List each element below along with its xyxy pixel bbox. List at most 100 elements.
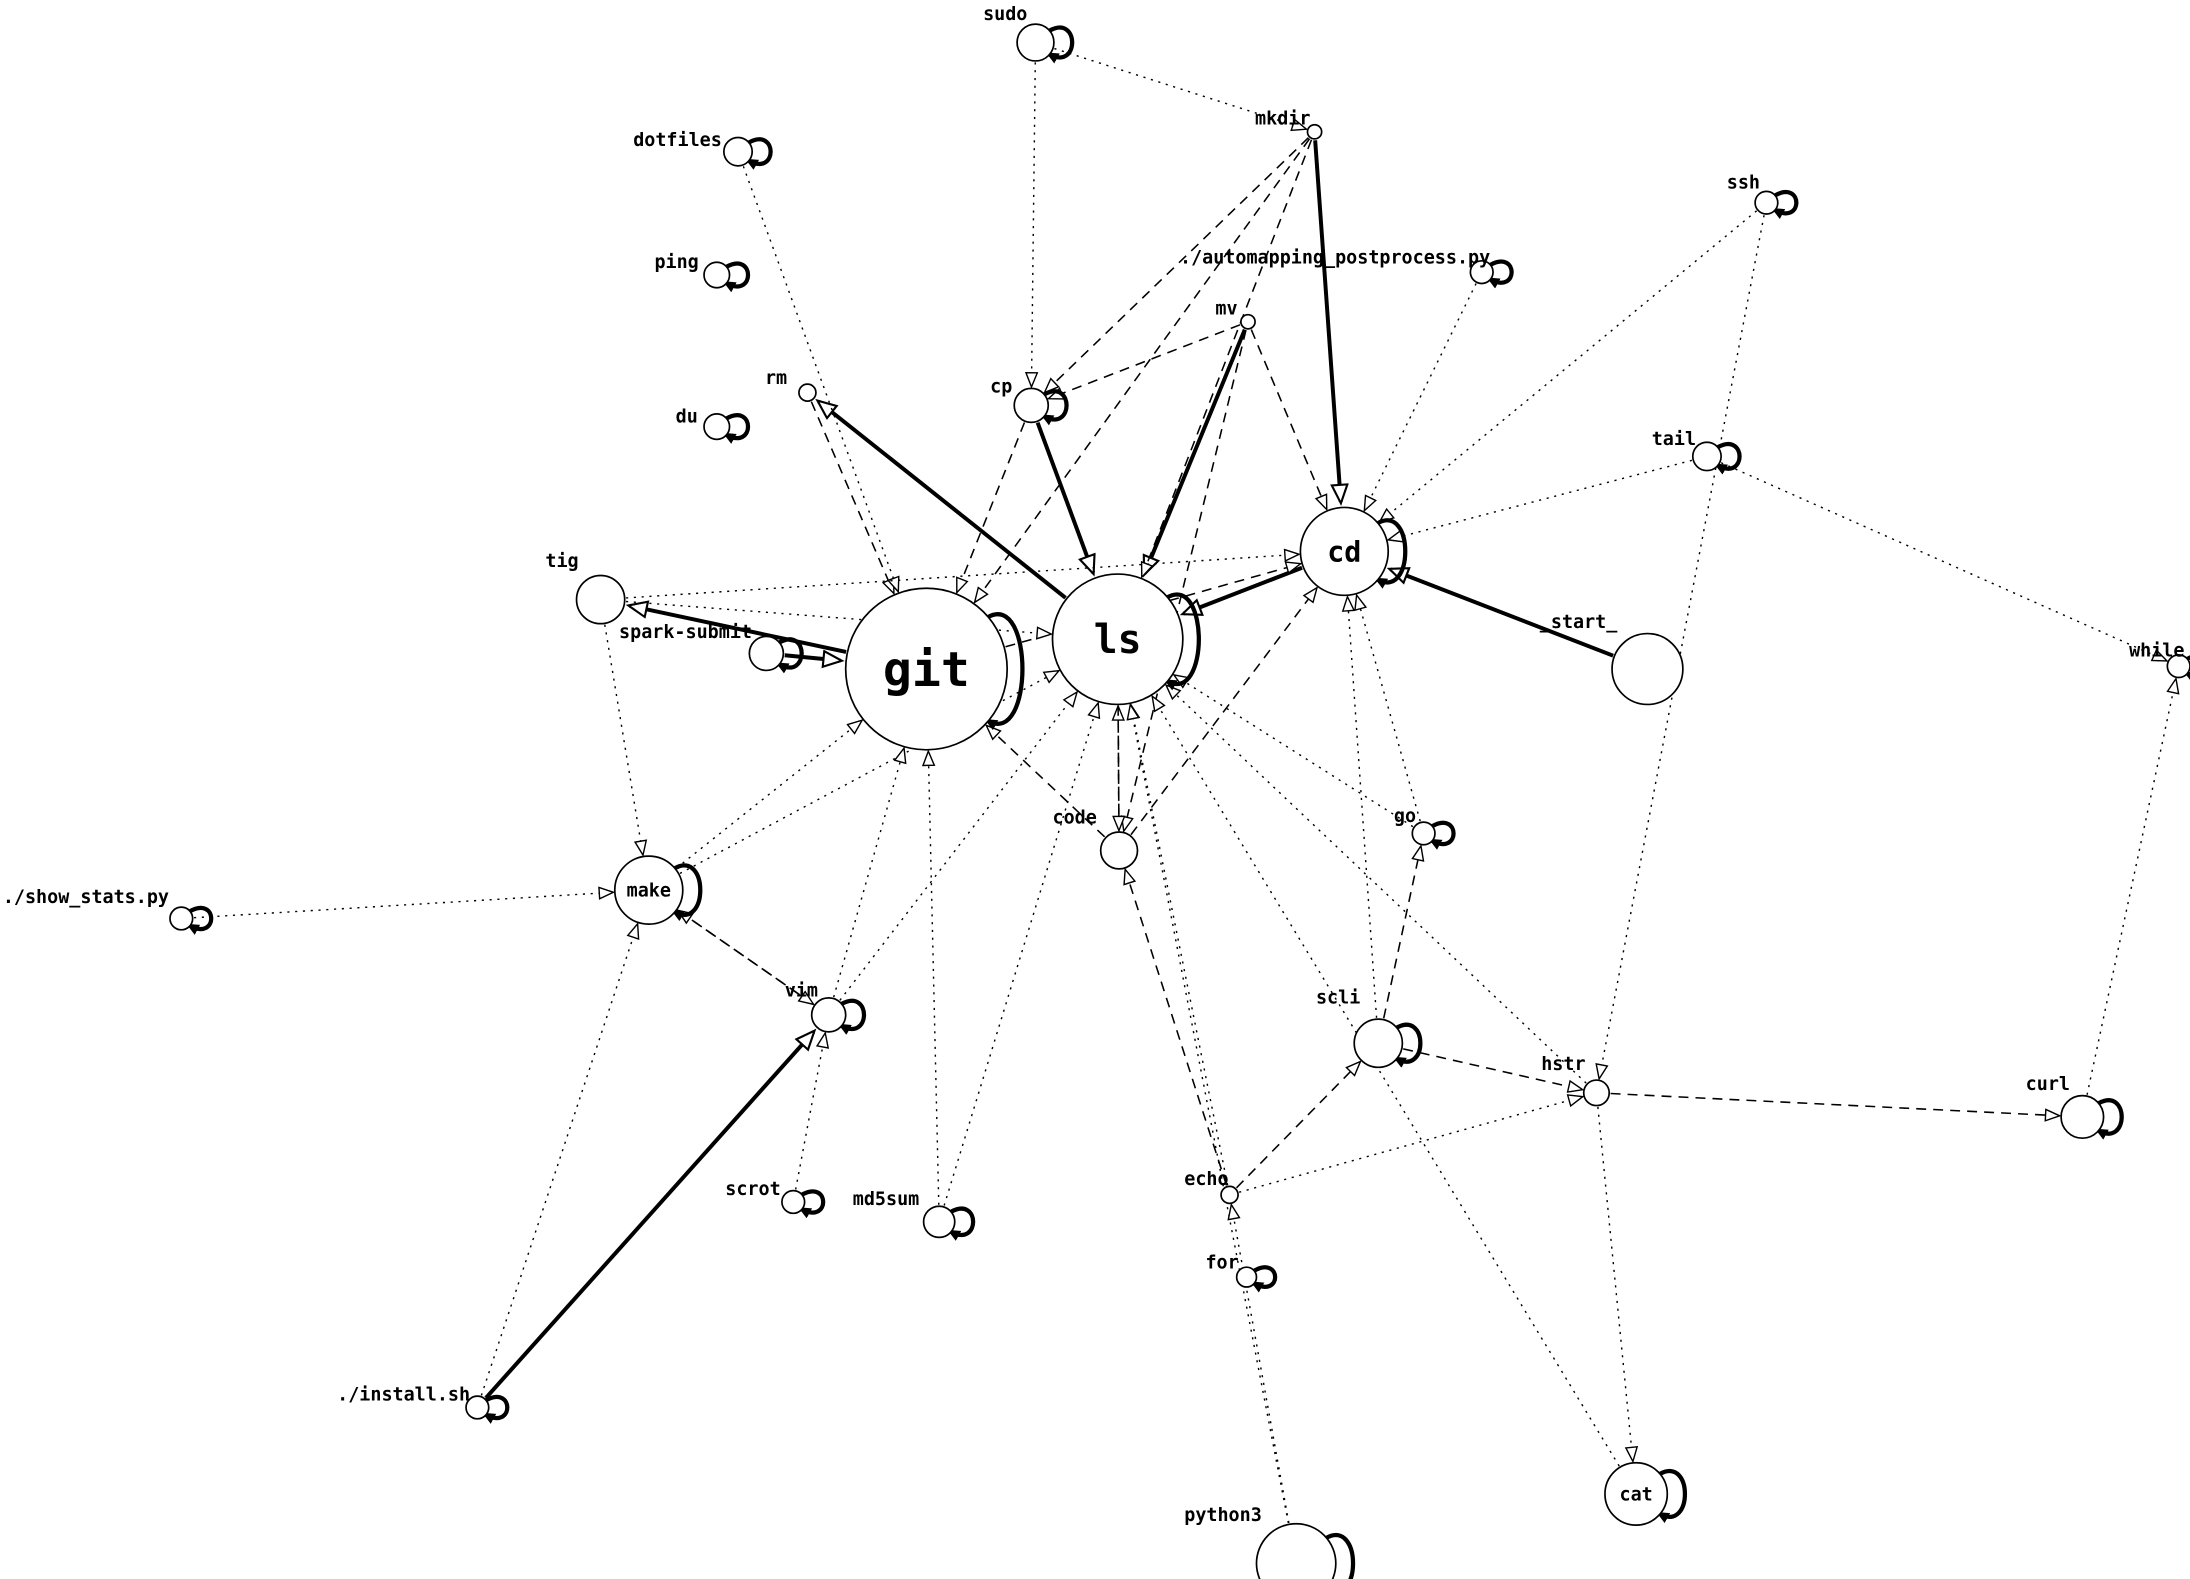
edge-hstr-ls [1164,683,1587,1084]
edge-mv-ls [1142,328,1247,574]
self-loop-ls [1163,592,1201,691]
edge-tig-cd [626,548,1301,599]
edge-show_stats-make [194,886,616,919]
self-loop-scli [1393,1022,1423,1068]
node-label-ping: ping [654,252,698,273]
node-mv [1240,313,1256,330]
edge-make-vim [677,909,816,1006]
edge-cat-ls [1151,694,1620,1467]
edge-echo-code [1123,867,1228,1186]
node-tail [1691,441,1722,472]
node-label-cd: cd [1327,535,1361,568]
edge-sudo-cp [1024,62,1039,389]
node-label-mkdir: mkdir [1255,109,1310,130]
node-label-tig: tig [545,551,578,572]
edge-install-vim [484,1032,814,1400]
node-for [1235,1266,1258,1288]
self-loop-dotfiles [745,137,773,170]
node-rm [798,383,817,402]
self-loop-for [1250,1265,1278,1293]
edge-git-tig [630,606,847,654]
edge-python3-echo [1227,1202,1290,1524]
edge-ssh-cd [1377,210,1758,524]
node-spark [748,635,785,672]
node-label-make: make [627,881,671,902]
node-sudo [1016,23,1055,62]
node-hstr [1582,1079,1611,1107]
edge-echo-hstr [1238,1094,1585,1193]
edge-python3-ls [1126,702,1290,1524]
edge-sudo-mkdir [1054,47,1309,132]
edge-go-ls [1172,673,1414,828]
node-while [2166,653,2190,679]
node-label-vim: vim [785,980,818,1001]
node-mkdir [1306,123,1323,140]
edge-install-make [480,921,640,1396]
node-du [703,413,731,441]
node-show_stats [169,906,194,931]
node-label-mv: mv [1215,299,1237,320]
edge-mv-code [1120,329,1247,834]
edge-dotfiles-git [742,166,900,594]
node-label-automapping: ./automapping_postprocess.py [1180,248,1490,269]
node-automapping [1469,259,1494,285]
edge-ls-code [1112,705,1126,833]
self-loop-tail [1714,442,1742,475]
node-cat [1604,1461,1669,1526]
node-label-cp: cp [990,377,1012,398]
node-install [465,1395,490,1420]
self-loop-python3 [1325,1533,1356,1579]
edge-tail-while [1720,462,2169,662]
node-make [613,855,684,926]
edge-tig-ls [625,600,1054,640]
edge-hstr-cat [1597,1106,1639,1464]
edge-scli-cd [1341,594,1378,1018]
self-loop-scrot [798,1189,826,1219]
node-start [1611,632,1684,706]
edge-cp-git [956,422,1026,595]
node-scrot [781,1189,806,1215]
edge-cp-ls [1035,421,1093,573]
self-loop-show_stats [186,905,214,935]
node-label-for: for [1205,1253,1238,1274]
node-label-show_stats: ./show_stats.py [3,887,169,908]
node-go [1411,821,1436,846]
node-git [844,587,1009,751]
node-label-du: du [676,406,698,427]
edge-mkdir-cd [1313,140,1341,502]
node-label-scli: scli [1316,988,1360,1009]
self-loop-cp [1040,389,1069,426]
self-loop-cd [1374,518,1408,589]
edge-spark-git [784,655,841,660]
edge-tail-cd [1386,459,1693,543]
edge-scli-hstr [1403,1048,1585,1093]
self-loop-ping [722,261,750,293]
edge-vim-git [833,746,907,998]
node-echo [1220,1185,1239,1205]
nodes-layer [169,23,2190,1579]
self-loop-cat [1656,1469,1687,1524]
node-dotfiles [723,136,754,167]
edge-echo-ls [1127,702,1229,1186]
edge-mkdir-git [973,138,1311,604]
node-scli [1353,1018,1404,1069]
edge-tig-make [604,624,648,858]
edge-mkdir-cp [1043,137,1309,394]
edge-md5sum-ls [943,701,1101,1206]
node-label-curl: curl [2026,1074,2070,1095]
node-python3 [1255,1522,1337,1579]
node-label-python3: python3 [1184,1505,1262,1526]
edge-vim-make [676,909,814,1006]
node-label-install: ./install.sh [337,1384,470,1405]
node-label-dotfiles: dotfiles [633,130,722,151]
edge-go-cd [1354,593,1421,822]
edge-code-git [984,724,1106,838]
node-label-cat: cat [1620,1484,1653,1505]
node-label-hstr: hstr [1541,1054,1585,1075]
edge-make-ls [679,669,1061,875]
node-ssh [1754,190,1779,215]
node-label-scrot: scrot [725,1179,780,1200]
